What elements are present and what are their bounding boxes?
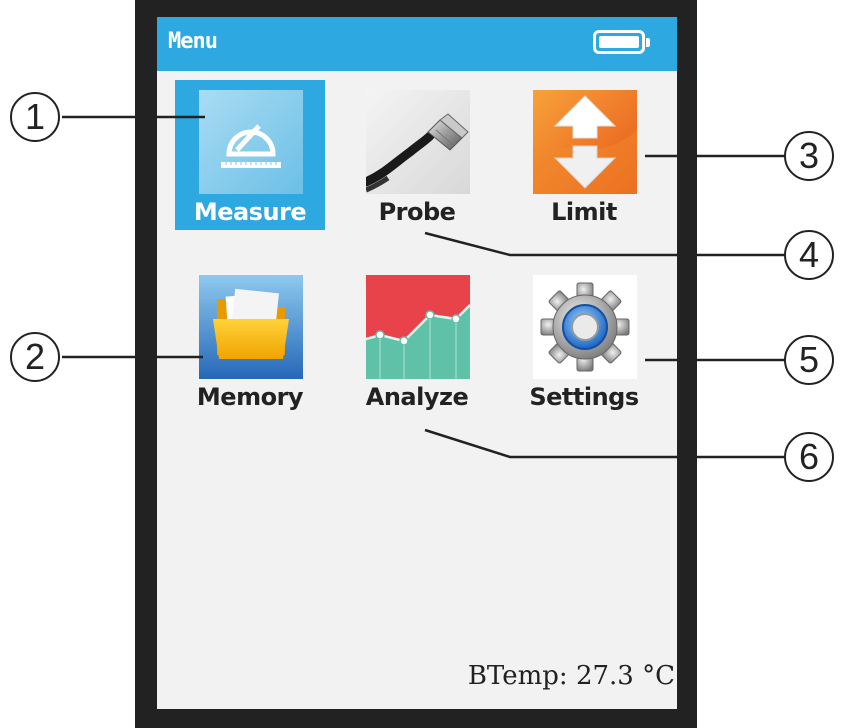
probe-cable-icon (366, 90, 470, 194)
menu-item-label: Memory (196, 383, 304, 411)
callout-5: 5 (784, 335, 834, 385)
menu-item-label: Analyze (365, 383, 469, 411)
title-bar: Menu (157, 17, 677, 71)
callout-6: 6 (784, 432, 834, 482)
menu-item-settings[interactable]: Settings (509, 265, 659, 415)
callout-2: 2 (10, 332, 60, 382)
menu-item-probe[interactable]: Probe (342, 80, 492, 230)
temperature-readout: BTemp: 27.3 °C (467, 661, 675, 691)
menu-item-memory[interactable]: Memory (175, 265, 325, 415)
menu-item-measure[interactable]: Measure (175, 80, 325, 230)
menu-item-analyze[interactable]: Analyze (342, 265, 492, 415)
callout-3: 3 (784, 131, 834, 181)
battery-full-icon (593, 30, 650, 54)
menu-item-limit[interactable]: Limit (509, 80, 659, 230)
menu-item-label: Settings (529, 383, 639, 411)
protractor-icon (199, 90, 303, 194)
leader-line-6 (424, 428, 785, 459)
line-chart-icon (366, 275, 470, 379)
up-down-arrows-icon (533, 90, 637, 194)
menu-item-label: Limit (551, 198, 617, 226)
menu-item-label: Measure (193, 198, 307, 226)
gear-icon (533, 275, 637, 379)
leader-line-4 (424, 231, 785, 257)
folder-icon (199, 275, 303, 379)
callout-4: 4 (784, 230, 834, 280)
callout-1: 1 (10, 92, 60, 142)
page-title: Menu (168, 29, 218, 54)
menu-item-label: Probe (378, 198, 456, 226)
device-screen: Menu (157, 17, 677, 709)
